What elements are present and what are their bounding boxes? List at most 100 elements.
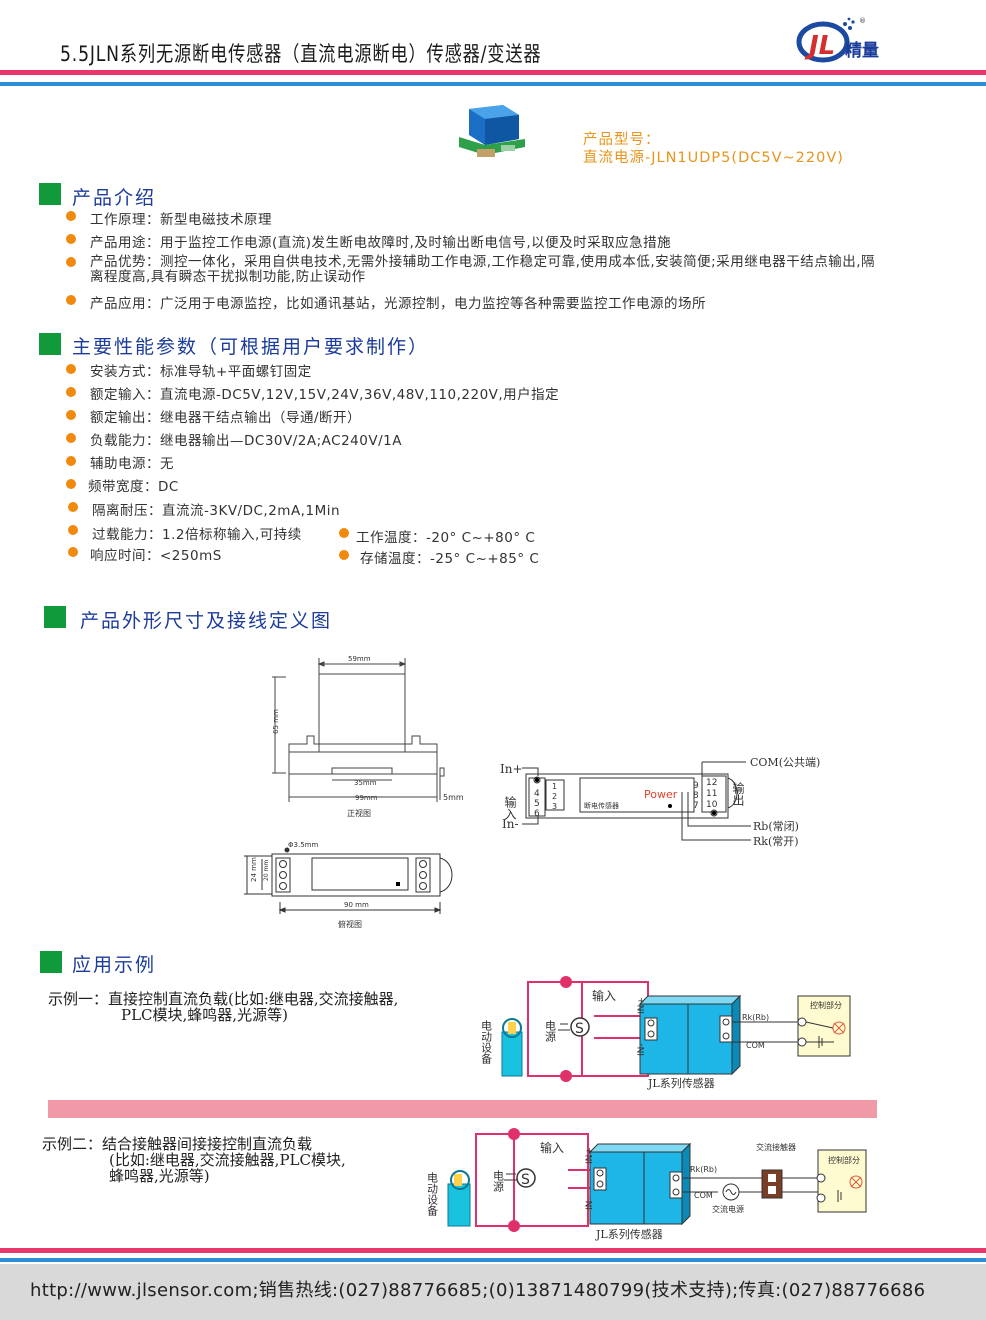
- bullet-icon: [68, 502, 78, 512]
- pin-8: 8: [693, 791, 699, 801]
- wiring-output-label: 输出: [731, 781, 745, 806]
- rail-offset-label: 5mm: [443, 793, 464, 802]
- wiring-rk-label: Rk(常开): [753, 835, 799, 848]
- example2-text: 示例二：结合接触器间接接控制直流负载: [42, 1135, 313, 1153]
- pin-4: 4: [534, 789, 540, 799]
- param-input: 额定输入：直流电源-DC5V,12V,15V,24V,36V,48V,110,2…: [90, 387, 560, 403]
- top-view-caption: 俯视图: [338, 919, 362, 929]
- param-install: 安装方式：标准导轨+平面螺钉固定: [90, 364, 312, 380]
- ex1-input-label: 输入: [592, 988, 616, 1003]
- bullet-icon: [66, 257, 76, 267]
- ex2-sensor-caption: JL系列传感器: [595, 1227, 663, 1241]
- ex2-contactor-label: 交流接触器: [756, 1142, 796, 1152]
- ex1-com: COM: [746, 1041, 765, 1050]
- bullet-icon: [66, 410, 76, 420]
- ex2-motor-label: 电动设备: [428, 1172, 439, 1217]
- ex2-power-label: 电源: [492, 1170, 505, 1193]
- front-view-drawing: 59mm 65 mm 35mm 99mm 5mm 正视图: [272, 655, 464, 818]
- param-bandwidth: 频带宽度：DC: [88, 479, 179, 495]
- bullet-icon: [66, 211, 76, 221]
- pin-2: 2: [552, 792, 557, 801]
- ex2-in-plus: IN+: [585, 1147, 595, 1164]
- bullet-icon: [66, 364, 76, 374]
- param-load: 负载能力：继电器输出—DC30V/2A;AC240V/1A: [90, 433, 402, 449]
- bullet-icon: [339, 550, 349, 560]
- base-width-label: 99mm: [355, 794, 378, 802]
- model-label: 产品型号：: [583, 132, 661, 148]
- pin-7: 7: [693, 801, 699, 811]
- brand-logo-icon: JL ® 精量: [796, 17, 879, 63]
- wiring-in-plus: In+: [500, 762, 523, 776]
- footer-stripe-blue: [0, 1258, 986, 1262]
- top-height-inner-label: 20 mm: [263, 860, 270, 881]
- wiring-power-label: Power: [644, 788, 678, 801]
- param-storage-temp: 存储温度：-25° C~+85° C: [360, 551, 540, 567]
- ex1-control-label: 控制部分: [810, 1000, 842, 1010]
- ex2-rk-rb: Rk(Rb): [690, 1165, 717, 1174]
- model-value: 直流电源-JLN1UDP5(DC5V~220V): [583, 150, 844, 166]
- top-width-label: 90 mm: [344, 901, 369, 909]
- intro-item-principle: 工作原理：新型电磁技术原理: [90, 212, 272, 228]
- pin-1: 1: [552, 782, 557, 791]
- front-view-caption: 正视图: [347, 808, 371, 818]
- ex2-com: COM: [694, 1191, 713, 1200]
- param-response: 响应时间：<250mS: [90, 548, 222, 564]
- rail-width-label: 35mm: [354, 779, 377, 787]
- example1-text2: PLC模块,蜂鸣器,光源等): [121, 1006, 288, 1024]
- ex1-in-plus: IN+: [637, 997, 647, 1014]
- intro-item-advantage: 产品优势：测控一体化，采用自供电技术,无需外接辅助工作电源,工作稳定可靠,使用成…: [90, 254, 876, 285]
- product-photo: [455, 103, 530, 163]
- top-height-outer-label: 24 mm: [250, 857, 258, 882]
- ex2-control-label: 控制部分: [828, 1155, 860, 1165]
- logo-letters: JL: [804, 31, 835, 61]
- ex2-in-minus: IN-: [585, 1197, 595, 1210]
- wiring-com-label: COM(公共端): [750, 756, 820, 769]
- bullet-icon: [66, 479, 76, 489]
- app-section-marker: [40, 951, 62, 973]
- footer-bar: [0, 1264, 986, 1320]
- page-title: 5.5JLN系列无源断电传感器（直流电源断电）传感器/变送器: [60, 42, 542, 66]
- param-output: 额定输出：继电器干结点输出（导通/断开）: [90, 410, 362, 426]
- param-isolation: 隔离耐压：直流流-3KV/DC,2mA,1Min: [92, 503, 341, 519]
- example1-text: 示例一：直接控制直流负载(比如:继电器,交流接触器,: [48, 990, 399, 1008]
- ex2-input-label: 输入: [540, 1140, 564, 1155]
- bullet-icon: [66, 456, 76, 466]
- param-overload: 过载能力：1.2倍标称输入,可持续: [92, 527, 302, 543]
- params-section-marker: [39, 333, 61, 355]
- top-view-drawing: Φ3.5mm 24 mm 20 mm 90 mm 俯视图: [244, 841, 453, 929]
- params-section-title: 主要性能参数（可根据用户要求制作）: [72, 336, 430, 358]
- bullet-icon: [68, 547, 78, 557]
- wiring-device-label: 断电传感器: [584, 801, 619, 810]
- ex1-motor-label: 电动设备: [482, 1020, 493, 1065]
- pin-10: 10: [706, 800, 718, 810]
- wiring-input-label: 输入: [503, 795, 517, 820]
- hole-label: Φ3.5mm: [288, 841, 318, 849]
- brand-logo: JL ® 精量: [795, 14, 905, 66]
- wiring-diagram: In+ In- 输入 输出 4 5 6 1 2 3 9 8 7 12 11 10…: [500, 756, 820, 848]
- footer-contact: http://www.jlsensor.com;销售热线:(027)887766…: [30, 1280, 926, 1301]
- intro-section-marker: [39, 183, 61, 205]
- ex2-source-symbol: S: [521, 1172, 530, 1188]
- param-work-temp: 工作温度：-20° C~+80° C: [356, 530, 536, 546]
- divider-band: [48, 1100, 877, 1118]
- dims-section-title: 产品外形尺寸及接线定义图: [80, 610, 333, 632]
- pin-6: 6: [534, 809, 540, 819]
- ex1-power-label: 电源: [544, 1020, 557, 1043]
- example2-text2: (比如:继电器,交流接触器,PLC模块,: [109, 1151, 346, 1169]
- bullet-icon: [66, 433, 76, 443]
- bullet-icon: [66, 295, 76, 305]
- ex2-ac-source: 交流电源: [712, 1204, 744, 1214]
- pin-11: 11: [706, 789, 717, 799]
- intro-item-application: 产品应用：广泛用于电源监控，比如通讯基站，光源控制，电力监控等各种需要监控工作电…: [90, 296, 706, 312]
- ex1-rk-rb: Rk(Rb): [742, 1013, 769, 1022]
- brand-name: 精量: [845, 40, 879, 61]
- header-stripe-red: [0, 70, 986, 75]
- bullet-icon: [66, 234, 76, 244]
- bullet-icon: [68, 525, 78, 535]
- pin-5: 5: [534, 799, 540, 809]
- footer-stripe-red: [0, 1248, 986, 1253]
- wiring-in-minus: In-: [502, 817, 519, 831]
- intro-section-title: 产品介绍: [72, 187, 157, 209]
- ex1-sensor-caption: JL系列传感器: [647, 1076, 715, 1090]
- param-aux-power: 辅助电源：无: [90, 456, 174, 472]
